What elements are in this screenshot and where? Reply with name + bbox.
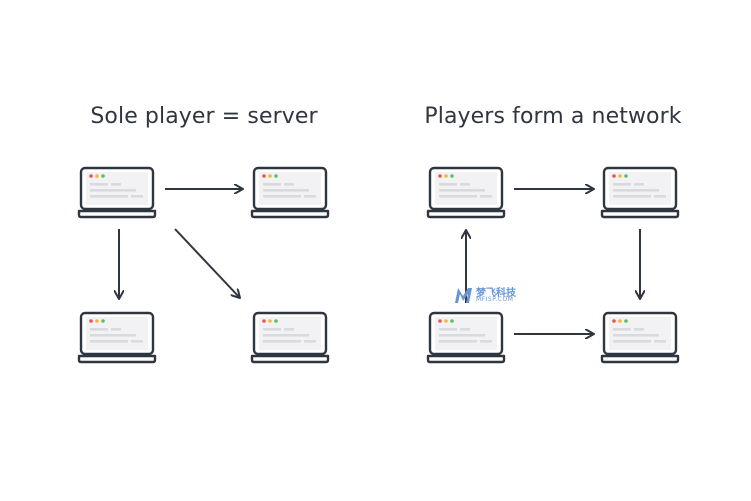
laptop-icon [600,311,680,364]
watermark-logo: 梦飞科技 MFISP.COM [454,284,526,306]
right-panel-title: Players form a network [424,104,682,129]
laptop-icon [250,166,330,219]
laptop-icon [250,311,330,364]
left-panel-title: Sole player = server [90,104,318,129]
laptop-icon [426,166,506,219]
arrow-diagonal [174,228,240,298]
laptop-icon [426,311,506,364]
watermark-text-en: MFISP.COM [476,296,514,303]
watermark-text-cn: 梦飞科技 [476,288,516,299]
laptop-icon [600,166,680,219]
logo-mark-icon [455,288,472,303]
laptop-icon [77,166,157,219]
laptop-icon [77,311,157,364]
